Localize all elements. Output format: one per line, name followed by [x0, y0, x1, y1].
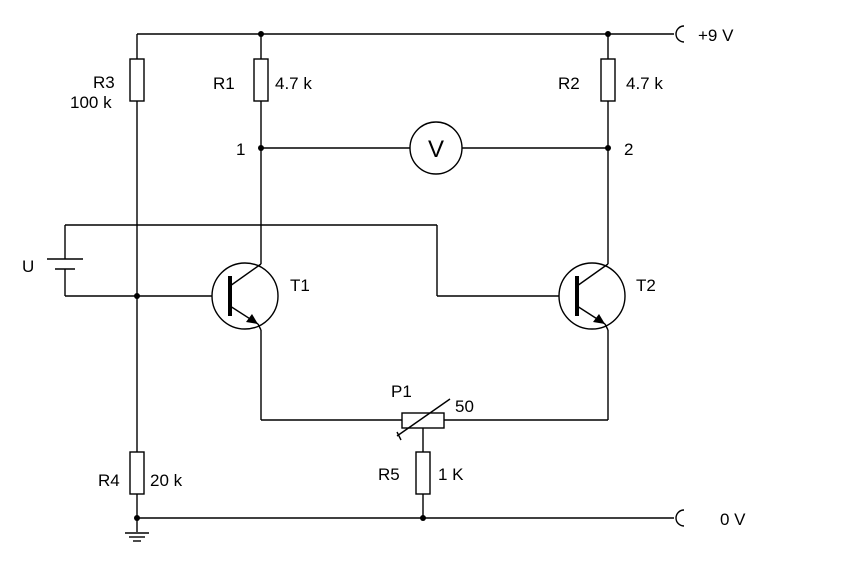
r5-name: R5 — [378, 465, 400, 484]
voltmeter-symbol: V — [428, 136, 444, 163]
r3-name: R3 — [93, 73, 115, 92]
supply-positive-label: +9 V — [698, 26, 734, 45]
r1-value: 4.7 k — [275, 74, 312, 93]
supply-ground-label: 0 V — [720, 510, 746, 529]
junctions — [134, 31, 611, 521]
p1-name: P1 — [391, 382, 412, 401]
voltmeter-circle — [409, 121, 463, 175]
resistor-r2 — [600, 58, 616, 102]
potentiometer-p1 — [396, 398, 451, 441]
transistor-t1 — [211, 256, 279, 331]
r4-value: 20 k — [150, 471, 183, 490]
ground-icon — [125, 532, 149, 542]
resistor-r1 — [253, 58, 269, 102]
resistor-r5 — [415, 451, 431, 495]
source-u-label: U — [22, 257, 34, 276]
r4-name: R4 — [98, 471, 120, 490]
node-1-label: 1 — [236, 140, 245, 159]
resistor-r3 — [129, 58, 145, 102]
p1-value: 50 — [455, 397, 474, 416]
resistor-r4 — [129, 451, 145, 495]
r5-value: 1 K — [438, 465, 464, 484]
r3-value: 100 k — [70, 93, 112, 112]
terminal-ground — [675, 509, 685, 527]
battery-icon — [47, 258, 83, 270]
transistor-t2 — [558, 256, 626, 331]
t2-label: T2 — [636, 276, 656, 295]
terminal-positive — [675, 25, 685, 43]
wires — [64, 33, 674, 532]
r1-name: R1 — [213, 74, 235, 93]
t1-label: T1 — [290, 276, 310, 295]
node-2-label: 2 — [624, 140, 633, 159]
r2-name: R2 — [558, 74, 580, 93]
r2-value: 4.7 k — [626, 74, 663, 93]
